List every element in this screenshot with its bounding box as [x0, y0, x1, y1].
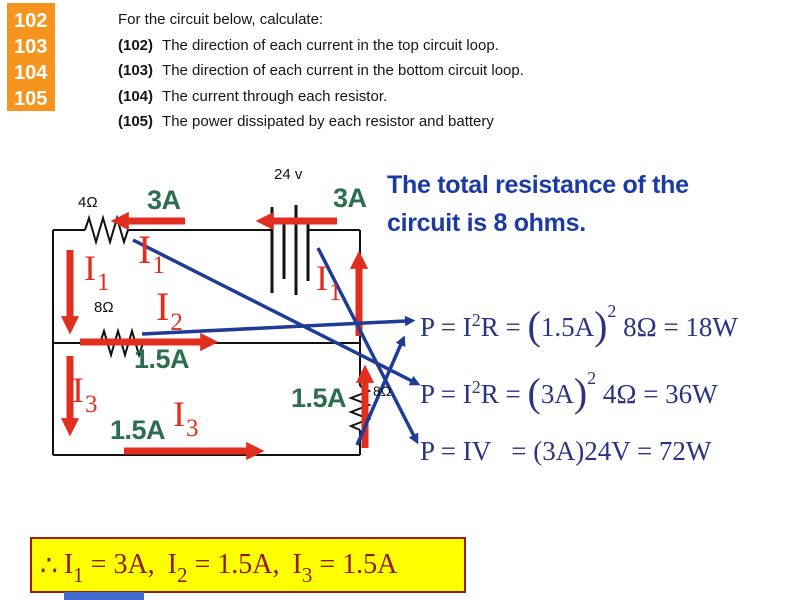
problem-number-box: 102 103 104 105 — [7, 3, 55, 111]
current-label-i1-left: I1 — [84, 248, 110, 296]
arrow-8ohm-right-to-18w — [355, 335, 406, 446]
battery-voltage-label: 24 v — [274, 166, 303, 183]
result-i3: I3 = 1.5A — [292, 549, 398, 587]
resistor-middle-label: 8Ω — [94, 299, 114, 316]
current-label-i3-bottom: I3 — [173, 394, 199, 442]
resistor-right-label: 8Ω — [373, 383, 392, 399]
total-resistance-note: The total resistance of the circuit is 8… — [387, 166, 787, 242]
equation-power-36w: P = I2R = (3A)2 4Ω = 36W — [420, 368, 718, 415]
annotation-arrows — [132, 238, 421, 446]
question-number: (104) — [118, 87, 154, 105]
bottom-accent-bar — [64, 592, 144, 600]
question-number: (105) — [118, 113, 154, 130]
current-arrows — [60, 211, 375, 461]
question-item: (102) The direction of each current in th… — [118, 33, 678, 59]
result-i2: I2 = 1.5A, — [167, 549, 280, 587]
question-text: The current through each resistor. — [162, 87, 388, 105]
question-text: The direction of each current in the bot… — [162, 62, 524, 79]
current-value-bottom: 1.5A — [110, 415, 166, 445]
current-label-i3-left: I3 — [72, 370, 98, 418]
current-value-middle: 1.5A — [134, 344, 190, 374]
current-label-i1-middle: I1 — [138, 227, 165, 279]
problem-number: 105 — [14, 88, 48, 110]
problem-number: 104 — [14, 62, 48, 84]
note-line-2: circuit is 8 ohms. — [387, 209, 586, 237]
current-value-right: 1.5A — [291, 383, 347, 413]
question-intro: For the circuit below, calculate: — [118, 11, 324, 28]
arrow-battery-to-72w — [316, 247, 419, 445]
current-value-top-left: 3A — [147, 185, 181, 215]
note-line-1: The total resistance of the — [387, 171, 689, 199]
equation-power-72w: P = IV= (3A)24V = 72W — [420, 436, 712, 466]
therefore-symbol: ∴ — [40, 548, 58, 582]
arrow-8ohm-mid-to-18w — [141, 315, 416, 336]
current-value-top-right: 3A — [333, 183, 367, 213]
question-text: The direction of each current in the top… — [162, 36, 499, 54]
question-text: The power dissipated by each resistor an… — [162, 113, 494, 130]
arrow-4ohm-to-36w — [132, 238, 421, 386]
question-number: (103) — [118, 62, 154, 79]
problem-number: 103 — [14, 36, 48, 58]
question-item: (104) The current through each resistor. — [118, 84, 678, 110]
resistor-top-label: 4Ω — [78, 194, 98, 211]
question-number: (102) — [118, 36, 154, 54]
question-item: (105) The power dissipated by each resist… — [118, 109, 678, 135]
question-header: For the circuit below, calculate: (102) T… — [118, 7, 678, 135]
result-i1: I1 = 3A, — [63, 549, 155, 587]
result-box: ∴ I1 = 3A, I2 = 1.5A, I3 = 1.5A — [30, 537, 466, 593]
problem-number: 102 — [14, 10, 48, 32]
question-item: (103) The direction of each current in th… — [118, 58, 678, 84]
current-label-i1-right: I1 — [316, 258, 342, 306]
current-label-i2: I2 — [156, 284, 183, 336]
resistor-top-4ohm — [84, 214, 130, 246]
equation-power-18w: P = I2R = (1.5A)2 8Ω = 18W — [420, 301, 738, 348]
